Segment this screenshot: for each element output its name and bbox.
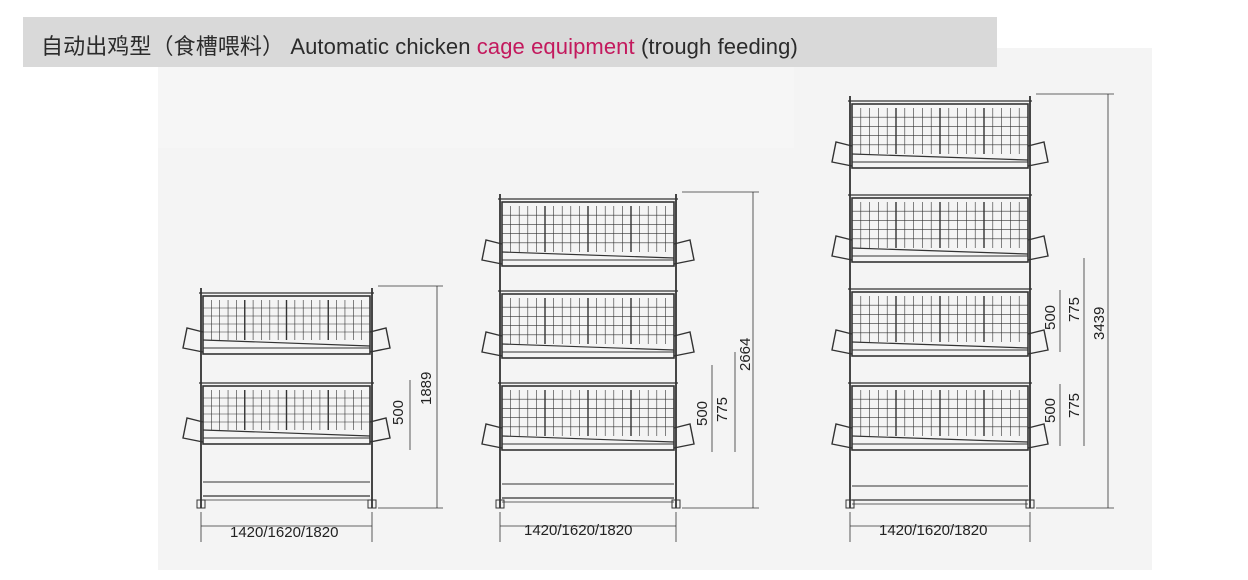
feed-trough-left xyxy=(831,329,853,355)
cage-floor xyxy=(501,435,675,443)
frame-foot xyxy=(367,499,377,509)
total-height-label: 2664 xyxy=(737,338,754,371)
title-chinese: 自动出鸡型（食槽喂料） xyxy=(41,35,285,60)
page-title: 自动出鸡型（食槽喂料） Automatic chicken cage equip… xyxy=(41,29,798,61)
feed-trough-left xyxy=(182,327,204,353)
cage-tier xyxy=(851,103,1029,169)
width-dimension-label: 1420/1620/1820 xyxy=(230,524,338,541)
title-bar: 自动出鸡型（食槽喂料） Automatic chicken cage equip… xyxy=(23,17,997,67)
feed-trough-right xyxy=(369,417,391,443)
cage-diagram-2-tier xyxy=(182,285,443,542)
frame-foot xyxy=(1025,499,1035,509)
cage-floor xyxy=(501,343,675,351)
cage-diagram-3-tier xyxy=(481,191,759,542)
frame-foot xyxy=(196,499,206,509)
tier-height-label: 500 xyxy=(390,400,407,425)
cage-tier xyxy=(851,291,1029,357)
cage-floor xyxy=(851,341,1029,349)
feed-trough-left xyxy=(481,239,503,265)
cage-tier xyxy=(851,197,1029,263)
feed-trough-left xyxy=(481,331,503,357)
title-english-prefix: Automatic chicken xyxy=(290,34,477,59)
width-dimension-label: 1420/1620/1820 xyxy=(879,522,987,539)
feed-trough-left xyxy=(182,417,204,443)
tier-height-label: 500 xyxy=(1042,398,1059,423)
total-height-label: 3439 xyxy=(1091,307,1108,340)
cage-tier xyxy=(501,201,675,267)
cage-floor xyxy=(851,153,1029,161)
feed-trough-right xyxy=(673,423,695,449)
cage-floor xyxy=(202,429,371,437)
feed-trough-left xyxy=(831,423,853,449)
title-english-suffix: (trough feeding) xyxy=(634,34,798,59)
cage-floor xyxy=(851,435,1029,443)
feed-trough-left xyxy=(831,235,853,261)
tier-pitch-label: 775 xyxy=(1066,393,1083,418)
cage-floor xyxy=(202,339,371,347)
tier-height-label: 500 xyxy=(1042,305,1059,330)
frame-foot xyxy=(845,499,855,509)
cage-tier xyxy=(501,385,675,451)
feed-trough-right xyxy=(1027,329,1049,355)
cage-tier xyxy=(851,385,1029,451)
feed-trough-right xyxy=(673,331,695,357)
feed-trough-right xyxy=(1027,141,1049,167)
cage-floor xyxy=(501,251,675,259)
cage-tier xyxy=(202,295,371,355)
tier-pitch-label: 775 xyxy=(714,397,731,422)
cage-diagram-4-tier xyxy=(831,93,1114,542)
feed-trough-right xyxy=(673,239,695,265)
frame-foot xyxy=(671,499,681,509)
feed-trough-right xyxy=(1027,423,1049,449)
cage-floor xyxy=(851,247,1029,255)
cage-tier xyxy=(202,385,371,445)
frame-foot xyxy=(495,499,505,509)
cage-tier xyxy=(501,293,675,359)
feed-trough-left xyxy=(831,141,853,167)
feed-trough-left xyxy=(481,423,503,449)
feed-trough-right xyxy=(369,327,391,353)
tier-pitch-label: 775 xyxy=(1066,297,1083,322)
total-height-label: 1889 xyxy=(418,372,435,405)
tier-height-label: 500 xyxy=(694,401,711,426)
feed-trough-right xyxy=(1027,235,1049,261)
title-english-accent: cage equipment xyxy=(476,34,635,59)
width-dimension-label: 1420/1620/1820 xyxy=(524,522,632,539)
